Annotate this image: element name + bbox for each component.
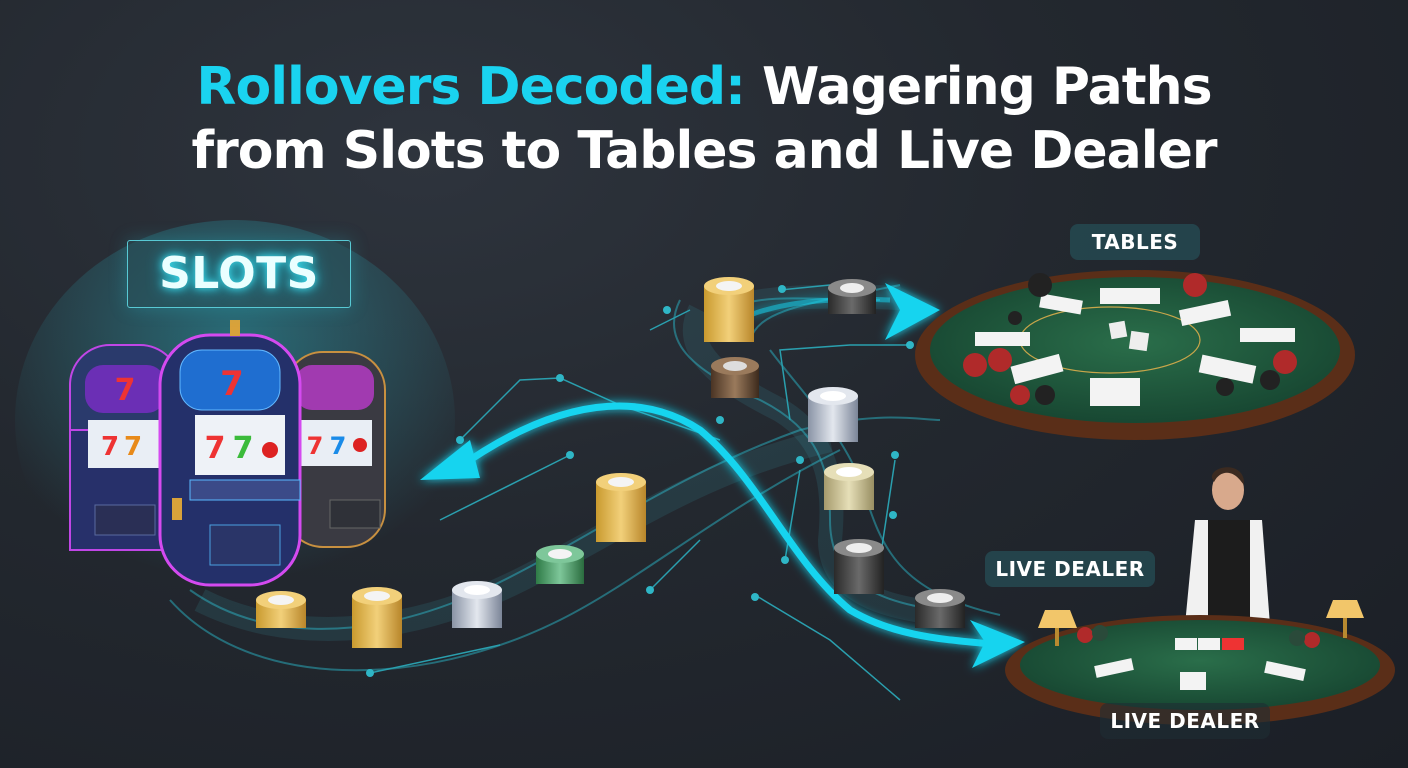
svg-text:7: 7 — [233, 431, 254, 466]
title-accent: Rollovers Decoded: — [196, 57, 745, 117]
title-line-2: from Slots to Tables and Live Dealer — [191, 121, 1217, 181]
svg-text:7: 7 — [115, 373, 136, 408]
live-dealer-label-top: LIVE DEALER — [985, 551, 1155, 587]
chip-stack-silver-2 — [808, 387, 858, 442]
chip-stack-tan — [824, 463, 874, 510]
circuit-dots — [366, 285, 914, 677]
svg-text:7: 7 — [330, 432, 347, 460]
chip-stacks — [256, 277, 965, 648]
chip-stack-brown — [711, 357, 759, 398]
svg-text:7: 7 — [205, 431, 226, 466]
poker-table — [915, 270, 1355, 440]
chip-stack-green — [536, 545, 584, 584]
dealer-figure — [1185, 467, 1270, 625]
page-title: Rollovers Decoded: Wagering Paths from S… — [0, 55, 1408, 183]
svg-text:7: 7 — [101, 432, 119, 462]
lamp-left — [1038, 610, 1077, 646]
slot-machine-center: 7 7 7 — [158, 320, 302, 587]
chip-stack-black-3 — [915, 589, 965, 628]
title-line-1: Rollovers Decoded: Wagering Paths — [0, 55, 1408, 119]
live-dealer-label-bottom: LIVE DEALER — [1100, 703, 1270, 739]
chip-stack-black-1 — [828, 279, 876, 314]
tables-label: TABLES — [1070, 224, 1200, 260]
slots-label: SLOTS — [127, 240, 351, 308]
chip-stack-black-2 — [834, 539, 884, 594]
svg-text:7: 7 — [124, 432, 142, 462]
live-dealer-table — [1005, 467, 1395, 725]
slot-machine-right: 7 7 — [284, 351, 386, 548]
title-rest: Wagering Paths — [744, 57, 1213, 117]
chip-stack-gold-1 — [256, 591, 306, 628]
chip-stack-gold-3 — [596, 473, 646, 542]
arrow-to-live-dealer — [970, 620, 1025, 668]
svg-text:7: 7 — [220, 364, 244, 404]
svg-text:7: 7 — [307, 432, 324, 460]
arrow-to-slots — [420, 402, 1001, 649]
chip-stack-gold-4 — [704, 277, 754, 342]
lamp-right — [1326, 600, 1364, 638]
chip-stack-gold-2 — [352, 587, 402, 648]
chip-stack-silver-1 — [452, 581, 502, 628]
